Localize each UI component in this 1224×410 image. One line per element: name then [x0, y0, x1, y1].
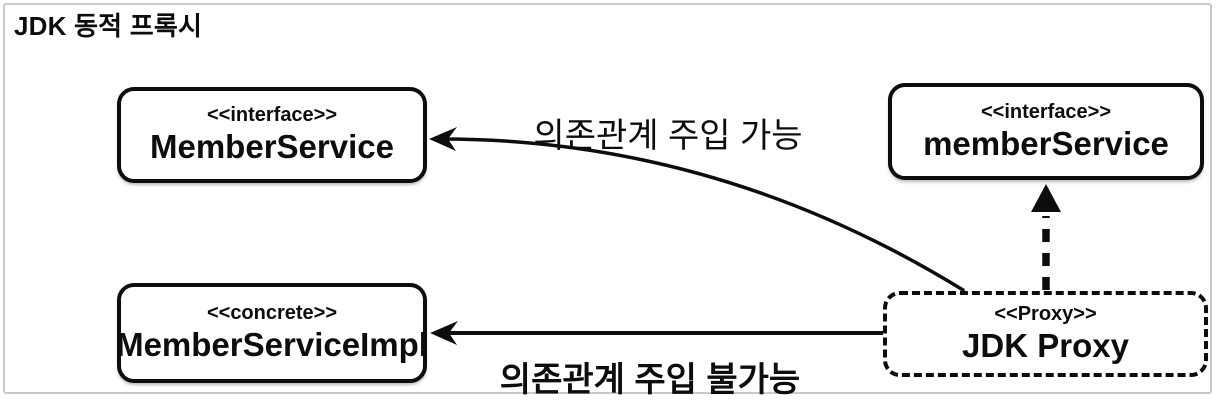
node-member-service: <<interface>> MemberService [117, 87, 427, 183]
node-member-service-ref: <<interface>> memberService [888, 83, 1204, 180]
node-member-service-ref-name: memberService [923, 124, 1169, 162]
node-member-service-impl-stereotype: <<concrete>> [206, 302, 338, 325]
node-jdk-proxy: <<Proxy>> JDK Proxy [883, 291, 1208, 377]
edge-label-di-impossible: 의존관계 주입 불가능 [499, 361, 801, 399]
di-possible-arrow-line [436, 137, 965, 292]
node-member-service-impl-name: MemberServiceImpl [116, 326, 428, 364]
node-member-service-name: MemberService [150, 128, 394, 166]
node-member-service-impl: <<concrete>> MemberServiceImpl [116, 283, 428, 383]
node-member-service-stereotype: <<interface>> [206, 104, 338, 127]
diagram-title: JDK 동적 프록시 [14, 11, 203, 41]
node-jdk-proxy-name: JDK Proxy [962, 327, 1129, 365]
edge-label-di-possible: 의존관계 주입 가능 [533, 117, 803, 155]
di-impossible-arrowhead-icon [430, 321, 458, 345]
node-jdk-proxy-stereotype: <<Proxy>> [994, 303, 1097, 326]
realization-triangle-icon [1031, 184, 1061, 212]
di-possible-arrowhead-icon [429, 127, 457, 151]
node-member-service-ref-stereotype: <<interface>> [980, 100, 1112, 123]
